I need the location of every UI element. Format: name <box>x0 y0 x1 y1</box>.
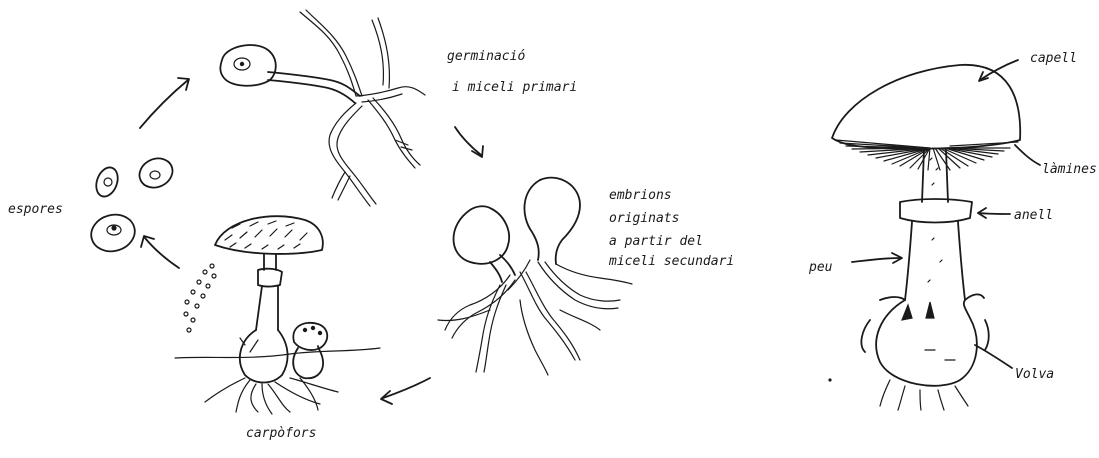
volva <box>876 300 977 386</box>
falling-spores <box>184 264 216 332</box>
cap-label: capell <box>1030 51 1077 66</box>
ring <box>900 199 972 223</box>
embryos-label-line3: a partir del <box>609 234 703 249</box>
ground-and-mycelium <box>175 348 380 414</box>
cap-pointer <box>979 60 1018 81</box>
embryos-label-line1: embrions <box>609 188 672 203</box>
embryos-group <box>438 178 632 375</box>
volva-pointer <box>975 345 1012 368</box>
cap <box>832 65 1020 149</box>
ring-pointer <box>978 208 1010 218</box>
fruiting-body-label: carpòfors <box>246 426 316 441</box>
primary-mycelium <box>300 10 425 206</box>
germination-label-line2: i miceli primari <box>452 80 577 95</box>
mushroom-anatomy <box>832 65 1020 410</box>
spores-label: espores <box>8 202 63 217</box>
spores-group <box>87 153 177 256</box>
volva-label: Volva <box>1015 367 1054 382</box>
ring-label: anell <box>1014 208 1053 223</box>
stem <box>905 222 965 300</box>
spore <box>92 164 121 199</box>
spore <box>87 210 139 256</box>
germination-label-line1: germinació <box>447 49 525 64</box>
spore <box>135 153 178 193</box>
cycle-arrow <box>455 127 483 157</box>
fruiting-body-young <box>293 323 327 378</box>
stem-pointer <box>852 253 902 263</box>
stem-label: peu <box>808 260 833 275</box>
cycle-arrow <box>141 236 179 268</box>
embryos-label-line4: miceli secundari <box>608 254 734 269</box>
gills-pointer <box>1015 145 1040 165</box>
embryos-label-line2: originats <box>609 211 679 226</box>
gills-label: làmines <box>1042 162 1097 177</box>
cycle-arrow <box>381 378 430 404</box>
cycle-arrow <box>140 78 189 128</box>
